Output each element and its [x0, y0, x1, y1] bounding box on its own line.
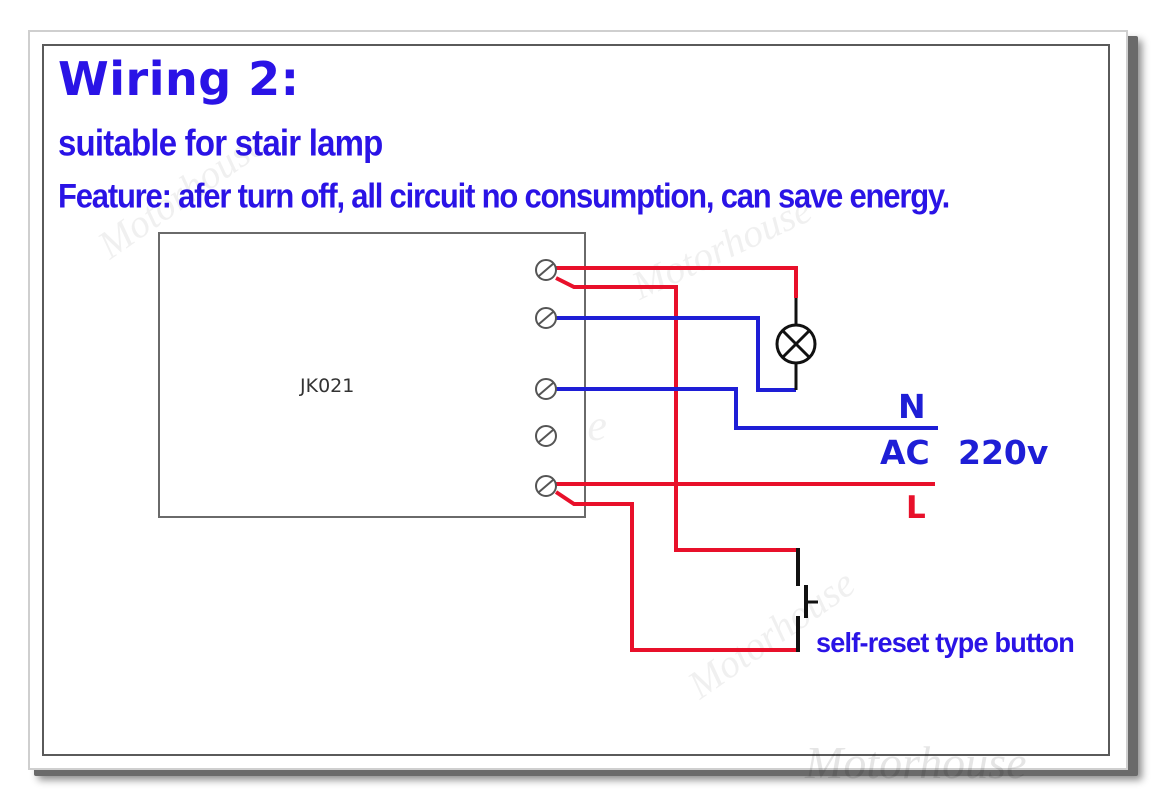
blue-wires [546, 316, 938, 430]
blue-wire-lamp-return [546, 316, 796, 392]
button-label: self-reset type button [816, 627, 1074, 658]
ac-label: AC [880, 433, 930, 472]
voltage-label: 220v [958, 433, 1049, 472]
lamp-symbol [775, 298, 817, 390]
subtitle: suitable for stair lamp [58, 122, 383, 164]
terminal-4 [535, 425, 557, 447]
module-label: JK021 [299, 375, 354, 397]
watermark-bottom: Motorhouse [804, 737, 1027, 788]
module-box [158, 232, 586, 518]
terminals [535, 259, 557, 497]
feature-note: Feature: afer turn off, all circuit no c… [58, 176, 950, 216]
watermark-top-right: Motorhouse [624, 186, 818, 309]
push-button-symbol [796, 548, 818, 652]
blue-wire-neutral [546, 387, 938, 430]
terminal-1 [535, 259, 557, 281]
terminal-5 [535, 475, 557, 497]
terminal-2 [535, 307, 557, 329]
terminal-3 [535, 378, 557, 400]
red-wire-button-top [555, 276, 798, 552]
red-wire-button-bottom [554, 490, 798, 652]
red-wire-lamp [546, 266, 798, 298]
red-wires [546, 266, 935, 652]
neutral-label: N [898, 387, 926, 426]
page-title: Wiring 2: [58, 52, 300, 106]
live-label: L [906, 490, 926, 526]
